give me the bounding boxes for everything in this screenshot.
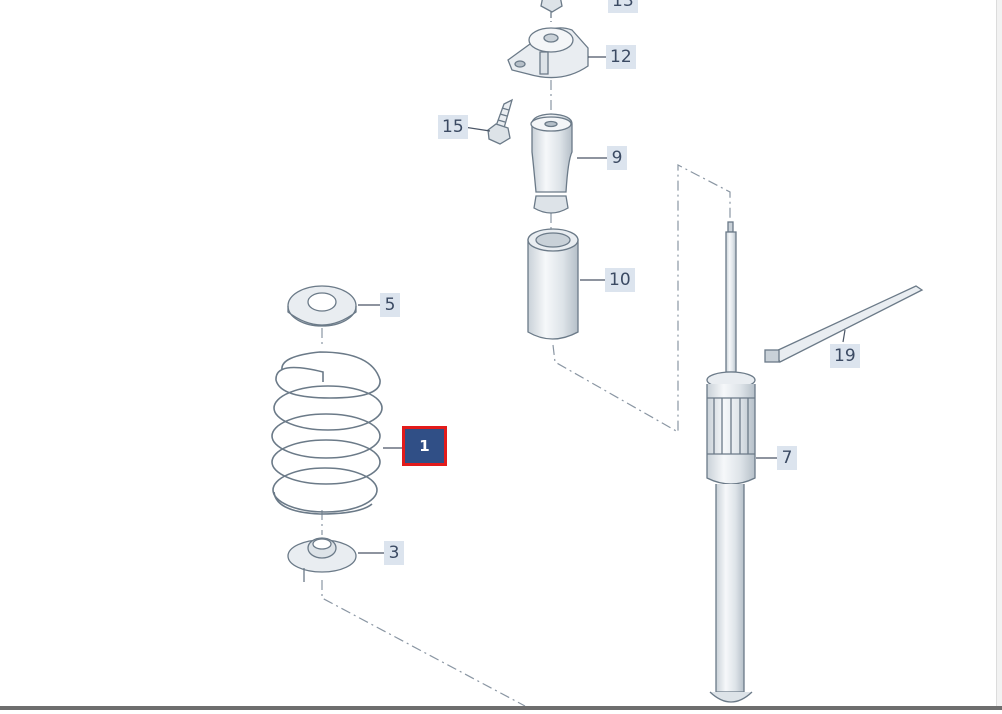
bottom-border — [0, 706, 1002, 710]
part-3-lower-spring-seat[interactable] — [287, 537, 357, 582]
callout-leaders — [358, 56, 846, 554]
callout-13[interactable]: 13 — [608, 0, 638, 13]
callout-9[interactable]: 9 — [607, 146, 627, 170]
part-9-bump-stop[interactable] — [530, 113, 573, 214]
callout-1-selected[interactable]: 1 — [402, 426, 447, 466]
part-7-shock-absorber[interactable] — [706, 221, 756, 703]
callout-3[interactable]: 3 — [384, 541, 404, 565]
callout-5[interactable]: 5 — [380, 293, 400, 317]
callout-12[interactable]: 12 — [606, 45, 636, 69]
part-1-coil-spring[interactable] — [271, 351, 383, 515]
part-15-bolt[interactable] — [487, 98, 514, 145]
part-5-upper-spring-seat[interactable] — [287, 285, 357, 327]
callout-7[interactable]: 7 — [777, 446, 797, 470]
callout-15[interactable]: 15 — [438, 115, 468, 139]
part-10-dust-sleeve[interactable] — [527, 228, 579, 340]
part-19-cable-tie[interactable] — [764, 285, 924, 363]
part-12-strut-mount[interactable] — [507, 27, 589, 79]
right-scrollbar-edge[interactable] — [996, 0, 1002, 710]
callout-19[interactable]: 19 — [830, 344, 860, 368]
assembly-guide-lines — [321, 80, 731, 707]
part-13-nut[interactable] — [540, 0, 563, 22]
callout-10[interactable]: 10 — [605, 268, 635, 292]
